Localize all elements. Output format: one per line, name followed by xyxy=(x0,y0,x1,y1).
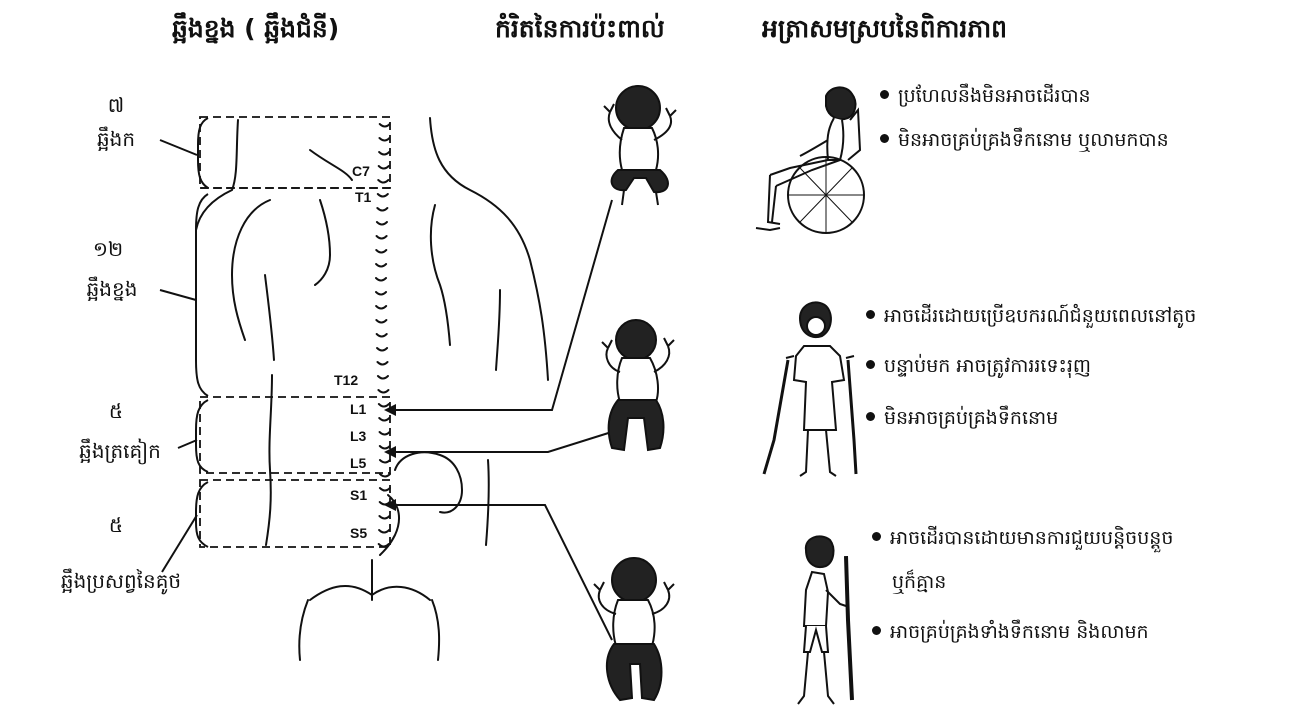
leader-thoracic xyxy=(160,290,196,300)
vertebra-tick xyxy=(376,320,386,323)
arm-right xyxy=(496,290,500,370)
shoulder-left-contour xyxy=(310,150,352,180)
vertebra-tick xyxy=(379,544,389,547)
sacrum-bulge xyxy=(395,452,462,512)
vertebra-label-l1: L1 xyxy=(350,401,366,417)
vertebra-tick xyxy=(380,446,390,449)
vertebra-tick xyxy=(379,418,389,421)
leader-sacral xyxy=(162,515,197,572)
buttock-left xyxy=(310,586,372,600)
vertebra-tick xyxy=(376,264,386,267)
vertebra-tick xyxy=(379,516,389,519)
vertebra-tick xyxy=(376,292,386,295)
vertebra-tick xyxy=(377,334,387,337)
symptom-bullet: មិនអាចគ្រប់គ្រងទឹកនោម xyxy=(866,404,1058,432)
vertebra-label-t12: T12 xyxy=(334,372,358,388)
vertebra-tick xyxy=(378,180,388,183)
vertebra-label-l3: L3 xyxy=(350,428,366,444)
child-figure-thoracic-lesion xyxy=(604,86,676,205)
arm-left xyxy=(265,275,274,360)
leader-cervical xyxy=(160,140,197,155)
bracket-lumbar xyxy=(196,400,208,472)
vertebra-label-l5: L5 xyxy=(350,455,366,471)
child-figure-lumbar-lesion xyxy=(602,320,674,450)
symptom-bullet: ប្រហែលនឹងមិនអាចដើរបាន xyxy=(880,82,1091,110)
vertebra-label-s1: S1 xyxy=(350,487,367,503)
vertebra-tick xyxy=(376,250,386,253)
bracket-sacral xyxy=(196,482,208,547)
symptom-bullet: អាចដើរបានដោយមានការជួយបន្តិចបន្តួច xyxy=(872,524,1173,552)
symptom-bullet: អាចដើរដោយប្រើឧបករណ៍ជំនួយពេលនៅតូច xyxy=(866,302,1196,330)
vertebra-tick xyxy=(378,390,388,393)
vertebra-tick xyxy=(379,166,389,169)
walking-stick-user-illustration xyxy=(798,536,852,704)
symptom-bullet: បន្ទាប់មក អាចត្រូវការរទេះរុញ xyxy=(866,352,1091,380)
vertebra-tick xyxy=(377,348,387,351)
hip-right xyxy=(486,460,489,545)
vertebra-tick xyxy=(376,306,386,309)
vertebra-tick xyxy=(378,194,388,197)
vertebra-tick xyxy=(378,362,388,365)
vertebra-label-s5: S5 xyxy=(350,525,367,541)
vertebra-tick xyxy=(380,124,390,127)
leader-lumbar xyxy=(178,440,197,448)
vertebra-tick xyxy=(378,376,388,379)
arrow-line-l1 xyxy=(392,200,612,410)
vertebra-tick xyxy=(379,152,389,155)
vertebra-tick xyxy=(380,460,390,463)
arrow-line-l4 xyxy=(392,430,618,452)
vertebra-tick xyxy=(380,474,390,477)
vertebra-label-t1: T1 xyxy=(355,189,371,205)
symptom-bullet-continuation: ឬក៏គ្មាន xyxy=(892,568,946,596)
symptom-bullet: មិនអាចគ្រប់គ្រងទឹកនោម ឬលាមកបាន xyxy=(880,126,1169,154)
vertebra-tick xyxy=(377,222,387,225)
neck-left-outline xyxy=(196,120,238,230)
wheelchair-user-illustration xyxy=(756,87,864,233)
vertebra-tick xyxy=(380,488,390,491)
vertebra-tick xyxy=(376,278,386,281)
vertebra-tick xyxy=(379,530,389,533)
neck-right-outline xyxy=(430,118,548,380)
arrow-line-s1 xyxy=(392,505,612,640)
hip-left xyxy=(266,375,272,545)
vertebra-tick xyxy=(377,236,387,239)
vertebra-tick xyxy=(377,208,387,211)
vertebra-tick xyxy=(380,432,390,435)
crutches-user-illustration xyxy=(764,302,856,476)
vertebra-tick xyxy=(379,138,389,141)
vertebra-label-c7: C7 xyxy=(352,163,370,179)
shoulder-blade-right xyxy=(431,205,450,345)
leg-left xyxy=(299,600,308,660)
shoulder-blade-left-inner xyxy=(315,200,330,285)
symptom-bullet: អាចគ្រប់គ្រងទាំងទឹកនោម និងលាមក xyxy=(872,618,1149,646)
shoulder-blade-left xyxy=(232,200,270,340)
buttock-right xyxy=(372,587,430,600)
vertebra-tick xyxy=(379,404,389,407)
leg-right xyxy=(432,600,439,660)
